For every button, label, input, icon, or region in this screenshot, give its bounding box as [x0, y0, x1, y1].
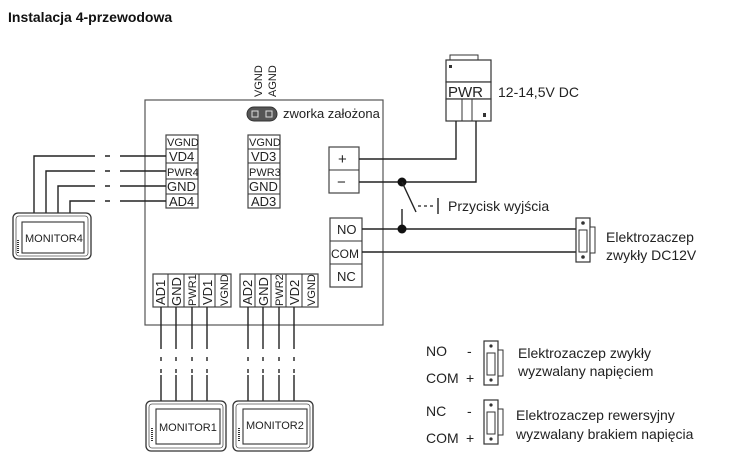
jumper-label: zworka założona [283, 106, 381, 121]
strike-label-line2: zwykły DC12V [606, 247, 697, 263]
terminal-block-monitor4: VGND VD4 PWR4 GND AD4 [165, 134, 199, 209]
legend-item-normal-strike: NO - COM + Elektrozaczep zwykły wyzwalan… [426, 340, 653, 386]
legend1-line1: Elektrozaczep zwykły [518, 345, 651, 361]
terminal-pwr3: PWR3 [249, 167, 281, 179]
main-unit [144, 99, 384, 326]
wire-plus [359, 121, 457, 160]
terminal-block-power: + − [328, 146, 360, 194]
terminal-plus: + [338, 151, 347, 168]
door-strike-icon [575, 217, 596, 263]
terminal-block-relay: NO COM NC [329, 217, 363, 288]
strike-label-line1: Elektrozaczep [606, 229, 694, 245]
legend2-bottom-terminal: COM [426, 430, 459, 446]
terminal-ad3: AD3 [251, 194, 276, 209]
monitor2 [232, 400, 314, 452]
monitor4-wires [33, 155, 166, 213]
monitor2-label: MONITOR2 [246, 420, 304, 432]
legend1-bottom-terminal: COM [426, 370, 459, 386]
legend2-line1: Elektrozaczep rewersyjny [516, 407, 675, 423]
legend2-top-terminal: NC [426, 403, 446, 419]
monitor4-label: MONITOR4 [25, 233, 83, 245]
terminal-pwr4: PWR4 [167, 167, 199, 179]
legend1-bottom-sign: + [466, 370, 474, 386]
terminal-gnd-2: GND [256, 277, 271, 306]
terminal-vgnd-4: VGND [167, 137, 199, 149]
jumper-pin-vgnd: VGND [253, 65, 265, 97]
terminal-vd1: VD1 [200, 280, 215, 305]
monitor1-label: MONITOR1 [159, 422, 217, 434]
terminal-vd2: VD2 [287, 280, 302, 305]
legend1-line2: wyzwalany napięciem [517, 363, 653, 379]
terminal-vgnd-2: VGND [306, 274, 318, 306]
diagram-title: Instalacja 4-przewodowa [8, 9, 172, 25]
power-supply-icon [445, 54, 492, 122]
terminal-vgnd-1: VGND [219, 274, 231, 306]
terminal-minus: − [337, 174, 346, 191]
terminal-nc: NC [337, 269, 356, 284]
terminal-vd3: VD3 [251, 149, 276, 164]
terminal-gnd-3: GND [249, 179, 278, 194]
monitor1-wires [160, 307, 208, 401]
terminal-com: COM [331, 247, 359, 261]
legend1-top-sign: - [467, 343, 472, 359]
terminal-gnd-1: GND [169, 277, 184, 306]
exit-button-icon [401, 181, 439, 229]
terminal-gnd-4: GND [167, 179, 196, 194]
monitor4 [12, 212, 92, 260]
terminal-block-monitor1: AD1 GND PWR1 VD1 VGND [152, 273, 232, 308]
wire-minus [359, 121, 477, 183]
terminal-vgnd-3: VGND [249, 137, 281, 149]
legend2-bottom-sign: + [466, 430, 474, 446]
terminal-block-monitor2: AD2 GND PWR2 VD2 VGND [239, 273, 319, 308]
monitor1 [145, 400, 227, 452]
legend1-top-terminal: NO [426, 343, 447, 359]
power-supply-voltage: 12-14,5V DC [498, 84, 579, 100]
terminal-no: NO [337, 222, 357, 237]
legend2-line2: wyzwalany brakiem napięcia [515, 426, 694, 442]
jumper-pin-agnd: AGND [267, 65, 279, 97]
door-strike-icon [483, 340, 504, 386]
terminal-block-monitor3: VGND VD3 PWR3 GND AD3 [247, 134, 281, 209]
monitor2-wires [247, 307, 295, 401]
door-strike-icon [483, 399, 504, 445]
legend-item-reverse-strike: NC - COM + Elektrozaczep rewersyjny wyzw… [426, 399, 694, 446]
jumper-icon [246, 106, 278, 122]
terminal-pwr1: PWR1 [187, 274, 199, 306]
terminal-vd4: VD4 [169, 149, 194, 164]
terminal-ad4: AD4 [169, 194, 194, 209]
legend2-top-sign: - [467, 403, 472, 419]
junction-no [397, 224, 407, 234]
terminal-ad2: AD2 [240, 280, 255, 305]
power-supply-label: PWR [448, 84, 483, 101]
terminal-pwr2: PWR2 [274, 274, 286, 306]
exit-button-label: Przycisk wyjścia [448, 198, 549, 214]
terminal-ad1: AD1 [153, 280, 168, 305]
